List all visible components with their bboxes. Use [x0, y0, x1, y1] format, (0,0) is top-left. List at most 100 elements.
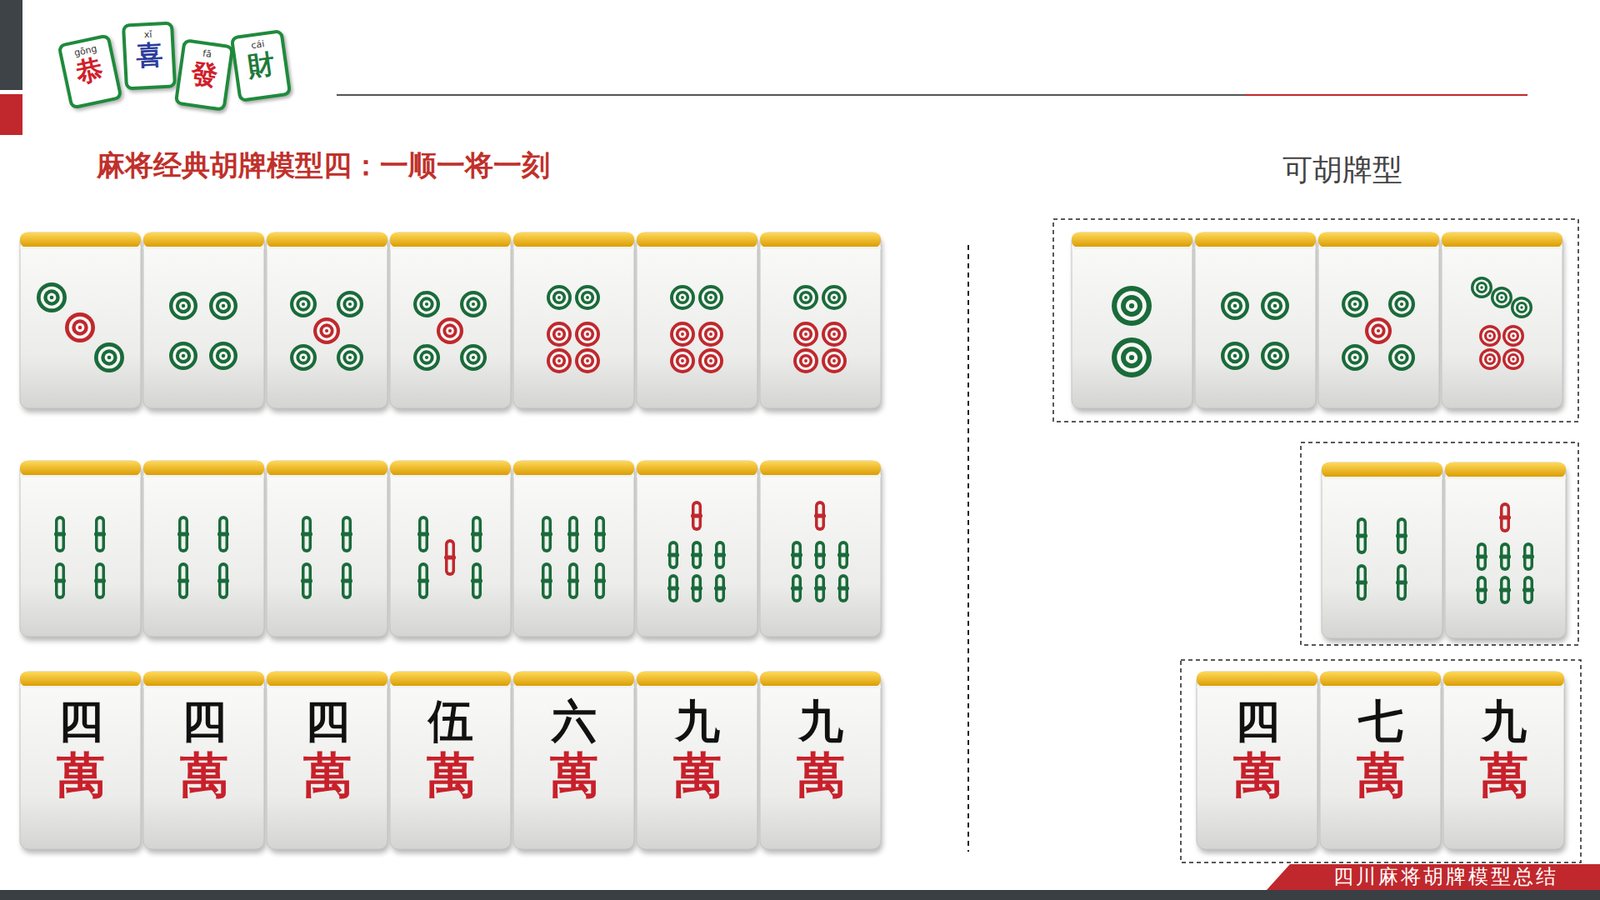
tile-art — [1511, 334, 1515, 337]
tile-edge — [760, 246, 881, 250]
tile-back — [1196, 671, 1318, 687]
tile-numeral: 伍 — [428, 696, 474, 746]
tile-art — [65, 312, 95, 343]
bamboo-symbol — [217, 562, 230, 600]
tile-art — [413, 344, 440, 371]
dot-symbol — [698, 321, 724, 347]
tile-art — [698, 321, 724, 347]
tile-art — [670, 321, 695, 347]
header-rule — [1245, 94, 1528, 96]
tile-art — [1233, 304, 1237, 308]
tile-art — [1500, 542, 1510, 571]
dot-symbol — [1388, 290, 1415, 318]
tile-face — [1445, 462, 1566, 639]
tile-art — [552, 354, 566, 368]
logo-tile: fā發 — [174, 38, 235, 112]
dot-symbol — [36, 282, 67, 313]
tile-face — [760, 460, 881, 637]
tile-art — [1347, 350, 1362, 365]
tile-art — [568, 562, 579, 600]
tile-edge — [1445, 476, 1566, 480]
tile-art — [1510, 355, 1517, 363]
tile-art — [416, 347, 437, 368]
tile-art — [43, 289, 60, 305]
tile — [1320, 671, 1443, 854]
bamboo-symbol — [1355, 517, 1368, 555]
tile-art — [55, 515, 65, 553]
tile-art — [342, 296, 357, 311]
bamboo-symbol — [300, 515, 313, 553]
tile-art — [595, 562, 605, 600]
bamboo-symbol — [690, 574, 703, 603]
tile-art — [219, 301, 228, 310]
bamboo-symbol — [54, 562, 66, 600]
tile-art — [675, 327, 690, 341]
tile-art — [345, 353, 355, 362]
tile-art — [1499, 588, 1511, 593]
tile-face — [1195, 232, 1316, 409]
bamboo-symbol — [837, 574, 850, 603]
tile-art — [179, 301, 188, 310]
tile-art — [36, 282, 67, 313]
tile-art — [540, 532, 553, 537]
dot-symbol — [670, 285, 695, 310]
tile-art — [1116, 290, 1147, 321]
tile-art — [837, 586, 850, 591]
tile-art — [460, 290, 487, 318]
tile-art — [673, 288, 692, 307]
bamboo-symbol — [667, 540, 680, 570]
tile-art — [295, 350, 310, 365]
dot-symbol — [1470, 276, 1493, 299]
tile — [390, 671, 513, 854]
tile-art — [348, 302, 352, 306]
tile-art — [1502, 325, 1525, 347]
tile-art — [348, 355, 352, 360]
wan-tile: 四萬 — [20, 671, 141, 850]
tile-art — [463, 294, 484, 315]
tile-art — [793, 321, 819, 347]
tile-edge — [143, 246, 265, 250]
tile-art — [1273, 304, 1277, 308]
tile-art — [802, 357, 810, 365]
bamboo-symbol — [177, 562, 190, 600]
tile-face — [1318, 232, 1440, 409]
tile — [20, 671, 143, 854]
tile-edge — [266, 246, 388, 250]
tile-art — [1486, 332, 1494, 340]
tile-face — [1443, 671, 1565, 850]
tile — [143, 460, 266, 641]
tile-art — [1345, 347, 1365, 368]
tile-back — [20, 460, 141, 476]
bamboo-symbol — [567, 562, 580, 600]
tile-art — [1394, 296, 1409, 311]
bamboo-symbol — [1475, 575, 1488, 605]
tile-art — [550, 288, 569, 307]
tile-art — [668, 574, 679, 603]
tile-art — [1400, 302, 1404, 306]
bamboo-symbol — [714, 574, 726, 603]
dot-symbol — [546, 285, 572, 310]
tile-face — [1196, 671, 1318, 850]
bamboo-symbol — [340, 562, 353, 600]
tile-back — [390, 232, 511, 248]
tile-art — [580, 290, 595, 305]
tile-art — [440, 320, 460, 341]
tile-art — [1478, 284, 1485, 291]
tile-edge — [760, 685, 881, 689]
tile-art — [1473, 279, 1490, 295]
tile-art — [1230, 351, 1240, 360]
dot-symbol — [1502, 348, 1525, 370]
bamboo-symbol — [690, 540, 703, 570]
tile-face — [20, 671, 141, 850]
tile-suit: 萬 — [673, 749, 722, 803]
tile-face — [143, 232, 265, 409]
tile-art — [804, 359, 808, 363]
tile-art — [814, 586, 826, 591]
tile-art — [595, 515, 605, 553]
dot-symbol — [698, 285, 724, 310]
tile-art — [107, 355, 112, 360]
tile-art — [1111, 337, 1152, 378]
tile-art — [301, 562, 312, 600]
tile-art — [1356, 564, 1367, 601]
